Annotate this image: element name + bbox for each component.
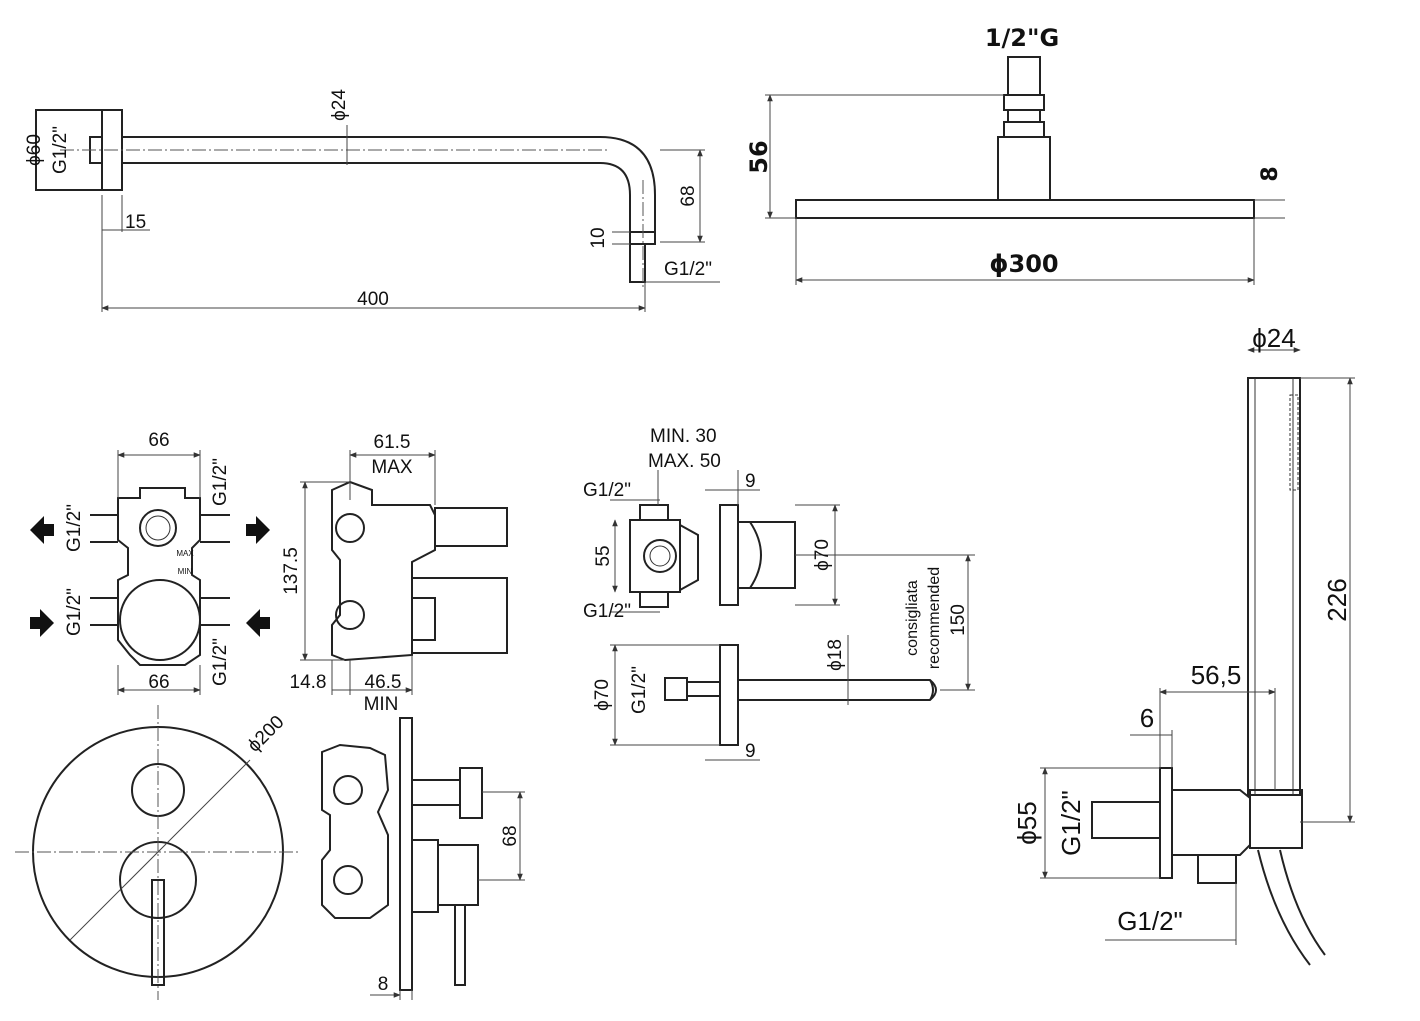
hand-outlet-thread: G1/2" [1117, 906, 1183, 936]
valve-width-top: 66 [148, 430, 169, 451]
valve-side-base-depth: 14.8 [290, 672, 327, 693]
valve-side-max-depth: 61.5 [374, 432, 411, 453]
arm-drop: 68 [678, 185, 699, 206]
spout-note-en: recommended [926, 567, 943, 669]
valve-side-max-label: MAX [371, 457, 413, 478]
arm-outlet-length: 10 [588, 227, 609, 248]
spout-min-depth: MIN. 30 [650, 426, 717, 447]
spout-recommended-length: 150 [948, 604, 969, 636]
plate-thickness: 8 [378, 974, 389, 995]
hand-depth: 56,5 [1191, 660, 1242, 690]
spout-side-thread: G1/2" [629, 666, 650, 714]
hand-plate-diameter: ϕ55 [1012, 801, 1042, 844]
spout-pipe-diameter: ϕ18 [825, 639, 846, 671]
valve-port-top-left: G1/2" [64, 504, 85, 552]
spout-thread-bottom: G1/2" [583, 601, 631, 622]
valve-port-top-right: G1/2" [210, 458, 231, 506]
valve-port-bottom-right: G1/2" [210, 638, 231, 686]
spout-max-depth: MAX. 50 [648, 451, 721, 472]
plate-diameter: ϕ200 [244, 712, 289, 757]
head-thickness: 8 [1258, 166, 1283, 181]
arm-length: 400 [357, 289, 389, 310]
valve-side-height: 137.5 [281, 547, 302, 595]
spout-height: 55 [593, 545, 614, 566]
spout-note-it: consigliata [904, 580, 921, 656]
arm-wall-thread: G1/2" [50, 126, 71, 174]
arm-flange-diameter: ϕ60 [24, 134, 45, 166]
valve-assembly-drawing: 68 8 [321, 717, 525, 1000]
valve-front-drawing: 66 66 G1/2" G1/2" G1/2" G1/2" MAX MIN [30, 430, 270, 695]
spout-flange-thickness-2: 9 [745, 741, 756, 762]
arm-outlet-thread: G1/2" [664, 259, 712, 280]
spout-drawing: MIN. 30 MAX. 50 G1/2" G1/2" 9 55 ϕ70 ϕ18… [583, 426, 975, 762]
spout-cover-diameter: ϕ70 [812, 539, 833, 571]
valve-width-bottom: 66 [148, 672, 169, 693]
arm-diameter: ϕ24 [329, 89, 350, 121]
hand-wall-thread: G1/2" [1056, 790, 1086, 856]
hand-shower-drawing: ϕ24 226 56,5 6 ϕ55 G1/2" G1/2" [1012, 323, 1355, 966]
spout-flange-thickness: 9 [745, 471, 756, 492]
valve-side-min-label: MIN [364, 694, 399, 715]
cover-plate-drawing: ϕ200 [15, 705, 300, 1000]
spout-thread-top: G1/2" [583, 480, 631, 501]
valve-side-drawing: 61.5 MAX 137.5 14.8 46.5 MIN [281, 432, 508, 715]
hand-plate-thickness: 6 [1140, 703, 1154, 733]
valve-side-min-depth: 46.5 [365, 672, 402, 693]
valve-label-max: MAX [176, 549, 194, 558]
spout-cover-diameter-2: ϕ70 [592, 679, 613, 711]
shower-head-drawing: 1/2"G 56 8 ϕ300 [745, 24, 1285, 285]
plate-spacing: 68 [500, 825, 521, 846]
hand-length: 226 [1322, 578, 1352, 621]
head-height: 56 [745, 140, 773, 173]
hand-handle-diameter: ϕ24 [1252, 323, 1295, 353]
head-diameter: ϕ300 [989, 250, 1058, 278]
head-thread: 1/2"G [985, 24, 1059, 52]
shower-arm-drawing: ϕ60 G1/2" ϕ24 68 15 10 G1/2" 400 [24, 89, 720, 312]
valve-label-min: MIN [178, 567, 193, 576]
arm-flange-depth: 15 [125, 212, 146, 233]
valve-port-bottom-left: G1/2" [64, 588, 85, 636]
